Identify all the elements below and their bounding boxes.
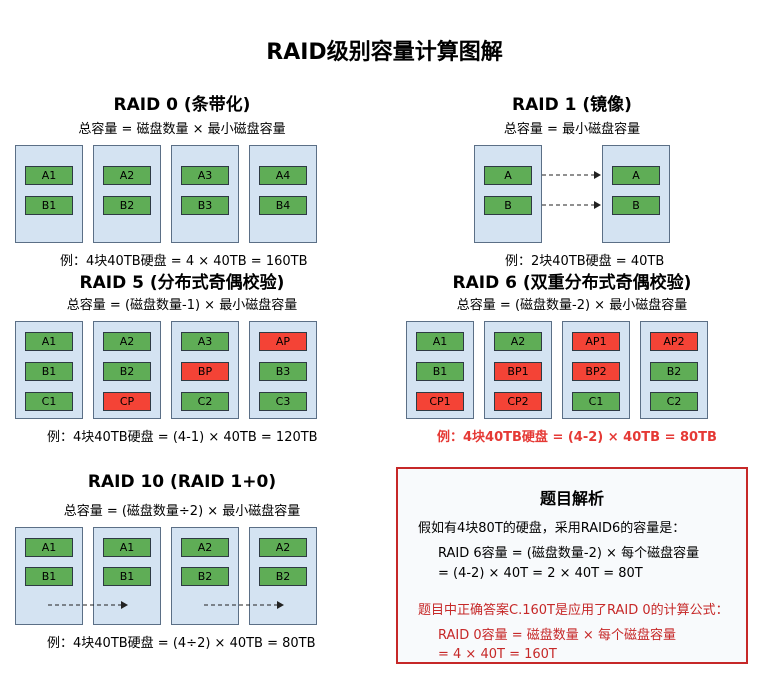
data-block: B [484, 196, 532, 215]
data-block: A4 [259, 166, 307, 185]
parity-block: CP1 [416, 392, 464, 411]
data-block: A2 [103, 332, 151, 351]
raid0-disk-4: A4 B4 [249, 145, 317, 243]
data-block: C2 [181, 392, 229, 411]
data-block: A [484, 166, 532, 185]
raid0-disk-3: A3 B3 [171, 145, 239, 243]
data-block: B2 [103, 196, 151, 215]
raid6-disk-3: AP1 BP2 C1 [562, 321, 630, 419]
raid6-example: 例：4块40TB硬盘 = (4-2) × 40TB = 80TB [437, 430, 717, 445]
raid10-disk-3: A2 B2 [171, 527, 239, 625]
data-block: C2 [650, 392, 698, 411]
raid5-title: RAID 5 (分布式奇偶校验) [79, 273, 285, 293]
data-block: B3 [181, 196, 229, 215]
data-block: A3 [181, 166, 229, 185]
data-block: B4 [259, 196, 307, 215]
data-block: A3 [181, 332, 229, 351]
data-block: B1 [25, 567, 73, 586]
parity-block: AP [259, 332, 307, 351]
raid1-disk-1: A B [474, 145, 542, 243]
raid0-disk-2: A2 B2 [93, 145, 161, 243]
analysis-line: = (4-2) × 40T = 2 × 40T = 80T [438, 566, 643, 581]
data-block: C1 [572, 392, 620, 411]
analysis-line: 假如有4块80T的硬盘，采用RAID6的容量是： [418, 521, 686, 536]
raid1-title: RAID 1 (镜像) [512, 95, 632, 115]
data-block: A1 [25, 332, 73, 351]
data-block: B1 [25, 196, 73, 215]
data-block: B2 [103, 362, 151, 381]
raid10-formula: 总容量 = (磁盘数量÷2) × 最小磁盘容量 [63, 504, 301, 519]
data-block: A1 [416, 332, 464, 351]
parity-block: CP2 [494, 392, 542, 411]
parity-block: BP1 [494, 362, 542, 381]
raid6-title: RAID 6 (双重分布式奇偶校验) [452, 273, 692, 293]
raid6-disk-4: AP2 B2 C2 [640, 321, 708, 419]
data-block: B1 [25, 362, 73, 381]
data-block: A [612, 166, 660, 185]
data-block: B [612, 196, 660, 215]
data-block: A2 [103, 166, 151, 185]
raid6-disk-2: A2 BP1 CP2 [484, 321, 552, 419]
analysis-line: = 4 × 40T = 160T [438, 647, 557, 662]
raid0-title: RAID 0 (条带化) [113, 95, 251, 115]
raid1-example: 例：2块40TB硬盘 = 40TB [505, 254, 665, 269]
raid10-disk-2: A1 B1 [93, 527, 161, 625]
raid0-disk-1: A1 B1 [15, 145, 83, 243]
raid10-title: RAID 10 (RAID 1+0) [87, 472, 277, 492]
raid0-example: 例：4块40TB硬盘 = 4 × 40TB = 160TB [60, 254, 308, 269]
data-block: B2 [650, 362, 698, 381]
raid5-disk-4: AP B3 C3 [249, 321, 317, 419]
data-block: A2 [259, 538, 307, 557]
arrowhead-icon [594, 171, 601, 179]
parity-block: BP2 [572, 362, 620, 381]
raid10-disk-1: A1 B1 [15, 527, 83, 625]
raid6-disk-1: A1 B1 CP1 [406, 321, 474, 419]
data-block: A1 [25, 538, 73, 557]
analysis-title: 题目解析 [539, 489, 604, 508]
arrowhead-icon [594, 201, 601, 209]
raid5-disk-2: A2 B2 CP [93, 321, 161, 419]
parity-block: BP [181, 362, 229, 381]
data-block: A1 [25, 166, 73, 185]
raid6-formula: 总容量 = (磁盘数量-2) × 最小磁盘容量 [456, 298, 688, 313]
analysis-panel: 题目解析 假如有4块80T的硬盘，采用RAID6的容量是： RAID 6容量 =… [396, 467, 748, 664]
raid5-example: 例：4块40TB硬盘 = (4-1) × 40TB = 120TB [47, 430, 318, 445]
parity-block: AP2 [650, 332, 698, 351]
analysis-line: RAID 6容量 = (磁盘数量-2) × 每个磁盘容量 [438, 546, 700, 561]
raid10-disk-4: A2 B2 [249, 527, 317, 625]
raid0-formula: 总容量 = 磁盘数量 × 最小磁盘容量 [78, 122, 286, 137]
raid5-disk-1: A1 B1 C1 [15, 321, 83, 419]
data-block: A2 [181, 538, 229, 557]
data-block: A2 [494, 332, 542, 351]
raid5-formula: 总容量 = (磁盘数量-1) × 最小磁盘容量 [66, 298, 298, 313]
data-block: B2 [181, 567, 229, 586]
data-block: B1 [416, 362, 464, 381]
analysis-line: 题目中正确答案C.160T是应用了RAID 0的计算公式： [418, 603, 729, 618]
raid5-disk-3: A3 BP C2 [171, 321, 239, 419]
analysis-line: RAID 0容量 = 磁盘数量 × 每个磁盘容量 [438, 628, 676, 643]
raid10-example: 例：4块40TB硬盘 = (4÷2) × 40TB = 80TB [47, 636, 316, 651]
parity-block: CP [103, 392, 151, 411]
data-block: B2 [259, 567, 307, 586]
data-block: C1 [25, 392, 73, 411]
data-block: C3 [259, 392, 307, 411]
raid1-formula: 总容量 = 最小磁盘容量 [503, 122, 641, 137]
data-block: A1 [103, 538, 151, 557]
parity-block: AP1 [572, 332, 620, 351]
data-block: B1 [103, 567, 151, 586]
data-block: B3 [259, 362, 307, 381]
page-title: RAID级别容量计算图解 [266, 40, 503, 65]
raid1-disk-2: A B [602, 145, 670, 243]
